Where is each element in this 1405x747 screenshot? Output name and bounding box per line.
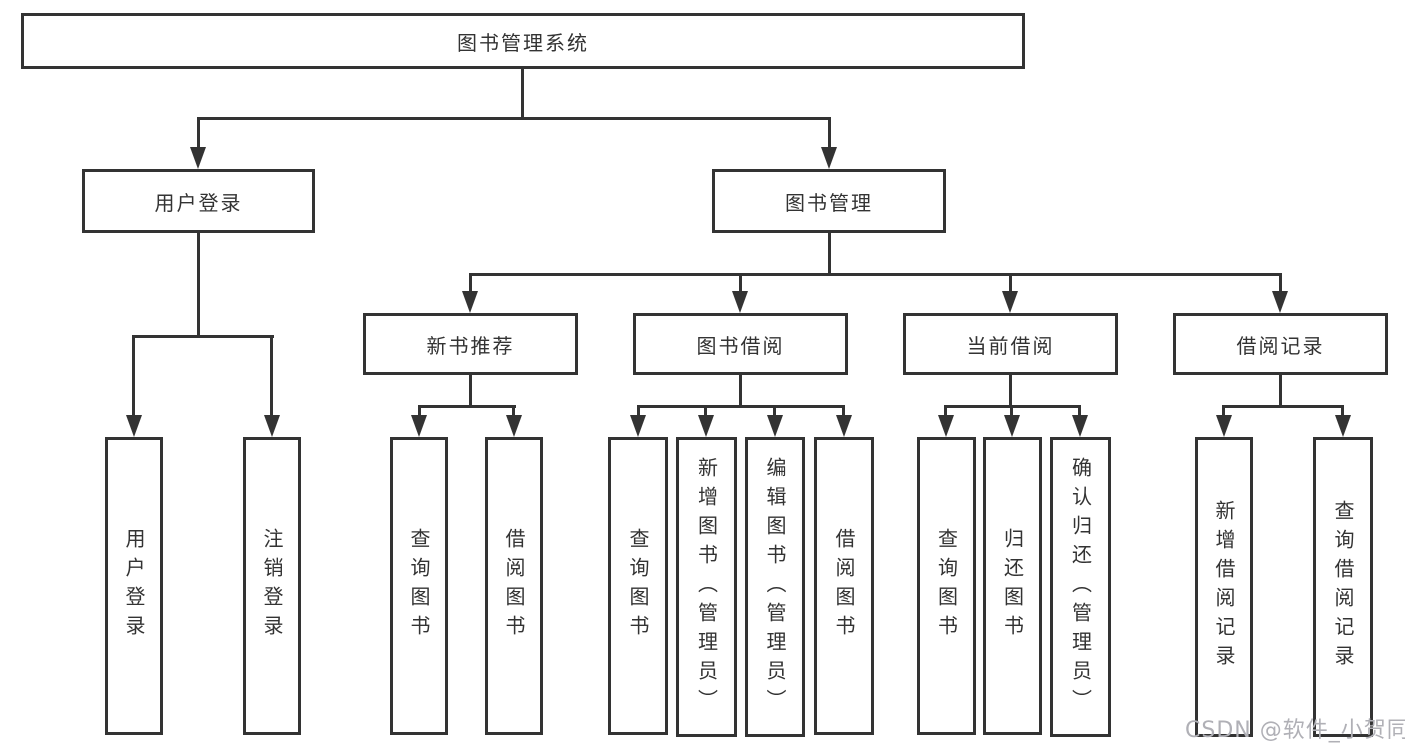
arrow-down-icon <box>411 415 427 437</box>
arrow-down-icon <box>938 415 954 437</box>
connector-line <box>637 405 640 417</box>
connector-line <box>469 273 472 293</box>
node-user-login: 用户登录 <box>82 169 315 233</box>
connector-line <box>521 69 524 118</box>
connector-line <box>132 335 135 417</box>
arrow-down-icon <box>836 415 852 437</box>
connector-line <box>842 405 845 417</box>
connector-line <box>828 117 831 149</box>
leaf-label: 新增图书（管理员） <box>694 456 719 718</box>
leaf-return-book: 归还图书 <box>983 437 1042 735</box>
leaf-query-books-current: 查询图书 <box>917 437 976 735</box>
connector-line <box>704 405 707 417</box>
leaf-label: 借阅图书 <box>832 528 856 644</box>
arrow-down-icon <box>126 415 142 437</box>
connector-line <box>637 405 845 408</box>
leaf-add-borrow-record: 新增借阅记录 <box>1195 437 1253 737</box>
leaf-user-login: 用户登录 <box>105 437 163 735</box>
arrow-down-icon <box>506 415 522 437</box>
leaf-label: 用户登录 <box>122 528 146 644</box>
node-new-book-recommend: 新书推荐 <box>363 313 578 375</box>
connector-line <box>1279 273 1282 293</box>
connector-line <box>1341 405 1344 417</box>
connector-line <box>197 117 200 149</box>
connector-line <box>1010 405 1013 417</box>
connector-line <box>512 405 515 417</box>
node-borrowing-records: 借阅记录 <box>1173 313 1388 375</box>
node-book-borrowing: 图书借阅 <box>633 313 848 375</box>
connector-line <box>1078 405 1081 417</box>
connector-line <box>1009 375 1012 406</box>
leaf-edit-book-admin: 编辑图书（管理员） <box>745 437 805 737</box>
leaf-label: 编辑图书（管理员） <box>763 456 787 718</box>
arrow-down-icon <box>698 415 714 437</box>
connector-line <box>828 233 831 276</box>
arrow-down-icon <box>1072 415 1088 437</box>
connector-line <box>270 335 273 417</box>
leaf-label: 查询图书 <box>934 528 959 644</box>
arrow-down-icon <box>462 291 478 313</box>
leaf-borrow-books-recommend: 借阅图书 <box>485 437 543 735</box>
arrow-down-icon <box>767 415 783 437</box>
leaf-label: 查询借阅记录 <box>1331 500 1355 674</box>
leaf-label: 借阅图书 <box>502 528 526 644</box>
connector-line <box>1222 405 1225 417</box>
arrow-down-icon <box>1004 415 1020 437</box>
connector-line <box>739 273 742 293</box>
connector-line <box>418 405 421 417</box>
arrow-down-icon <box>1335 415 1351 437</box>
leaf-label: 查询图书 <box>407 528 431 644</box>
leaf-query-borrow-record: 查询借阅记录 <box>1313 437 1373 737</box>
connector-line <box>945 405 1081 408</box>
connector-line <box>469 273 1281 276</box>
leaf-logout: 注销登录 <box>243 437 301 735</box>
connector-line <box>1279 375 1282 406</box>
connector-line <box>418 405 516 408</box>
arrow-down-icon <box>264 415 280 437</box>
connector-line <box>132 335 274 338</box>
connector-line <box>197 233 200 337</box>
leaf-query-books-borrowing: 查询图书 <box>608 437 668 735</box>
arrow-down-icon <box>732 291 748 313</box>
leaf-confirm-return-admin: 确认归还（管理员） <box>1050 437 1111 737</box>
connector-line <box>773 405 776 417</box>
node-library-system: 图书管理系统 <box>21 13 1025 69</box>
leaf-label: 确认归还（管理员） <box>1068 456 1093 718</box>
connector-line <box>1009 273 1012 293</box>
node-current-borrowing: 当前借阅 <box>903 313 1118 375</box>
arrow-down-icon <box>190 147 206 169</box>
csdn-watermark: CSDN @软件_小贺同学 <box>1185 718 1405 743</box>
leaf-label: 注销登录 <box>260 528 284 644</box>
arrow-down-icon <box>1216 415 1232 437</box>
leaf-label: 归还图书 <box>1000 528 1025 644</box>
connector-line <box>944 405 947 417</box>
arrow-down-icon <box>1272 291 1288 313</box>
leaf-label: 查询图书 <box>626 528 650 644</box>
leaf-add-book-admin: 新增图书（管理员） <box>676 437 737 737</box>
arrow-down-icon <box>821 147 837 169</box>
leaf-borrow-books-borrowing: 借阅图书 <box>814 437 874 735</box>
node-book-management: 图书管理 <box>712 169 946 233</box>
connector-line <box>1223 405 1344 408</box>
connector-line <box>197 117 831 120</box>
connector-line <box>469 375 472 406</box>
leaf-label: 新增借阅记录 <box>1212 500 1236 674</box>
leaf-query-books-recommend: 查询图书 <box>390 437 448 735</box>
arrow-down-icon <box>630 415 646 437</box>
arrow-down-icon <box>1002 291 1018 313</box>
connector-line <box>739 375 742 406</box>
